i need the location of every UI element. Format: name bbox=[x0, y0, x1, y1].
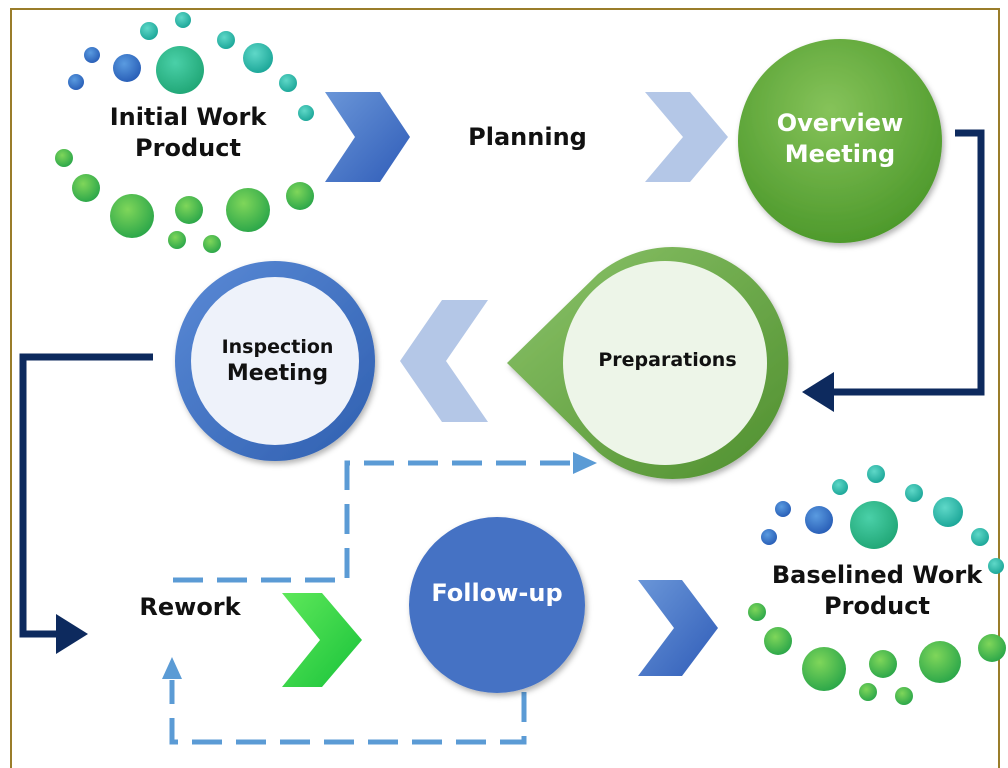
rework-label: Rework bbox=[139, 593, 241, 621]
inspection-line1: Inspection bbox=[221, 336, 334, 358]
node-rework: Rework bbox=[115, 592, 265, 623]
node-follow-up: Follow-up bbox=[417, 578, 577, 609]
chevron-preparations-to-inspection bbox=[400, 300, 488, 422]
node-baselined-work-product: Baselined Work Product bbox=[762, 560, 992, 622]
dashed-followup-to-rework bbox=[169, 680, 527, 745]
inspection-line2: Meeting bbox=[226, 360, 329, 386]
node-overview-meeting: Overview Meeting bbox=[740, 108, 940, 170]
initial-line1: Initial Work bbox=[109, 103, 267, 131]
connector-inspection-to-rework bbox=[19, 353, 153, 638]
baselined-dot-cluster bbox=[748, 465, 1006, 705]
diagram-frame bbox=[10, 8, 1000, 768]
node-planning: Planning bbox=[440, 122, 615, 153]
chevron-planning-to-overview bbox=[645, 92, 728, 182]
preparations-teardrop bbox=[507, 246, 789, 479]
initial-line2: Product bbox=[135, 134, 241, 163]
chevron-initial-to-planning bbox=[325, 92, 410, 182]
arrowhead-to-rework bbox=[56, 614, 88, 654]
planning-label: Planning bbox=[468, 123, 587, 151]
chevron-followup-to-baselined bbox=[638, 580, 718, 676]
chevron-rework-to-followup bbox=[282, 593, 362, 687]
followup-circle bbox=[409, 517, 585, 693]
overview-line1: Overview bbox=[776, 109, 904, 137]
dashed-arrowhead-to-rework bbox=[162, 657, 182, 679]
node-initial-work-product: Initial Work Product bbox=[88, 102, 288, 164]
overview-meeting-circle bbox=[738, 39, 942, 243]
dashed-rework-to-preparations bbox=[173, 460, 570, 583]
node-preparations: Preparations bbox=[585, 348, 750, 373]
arrowhead-to-preparations bbox=[802, 372, 834, 412]
initial-dot-cluster bbox=[55, 12, 314, 253]
node-inspection-meeting: Inspection Meeting bbox=[195, 335, 360, 388]
followup-label: Follow-up bbox=[431, 579, 563, 607]
connector-overview-to-preparations bbox=[830, 129, 985, 396]
baselined-line2: Product bbox=[824, 592, 930, 621]
dashed-arrowhead-to-preparations bbox=[573, 452, 597, 474]
baselined-line1: Baselined Work bbox=[771, 561, 983, 589]
inspection-meeting-circle bbox=[175, 261, 375, 461]
overview-line2: Meeting bbox=[784, 140, 896, 169]
preparations-label: Preparations bbox=[598, 349, 737, 371]
